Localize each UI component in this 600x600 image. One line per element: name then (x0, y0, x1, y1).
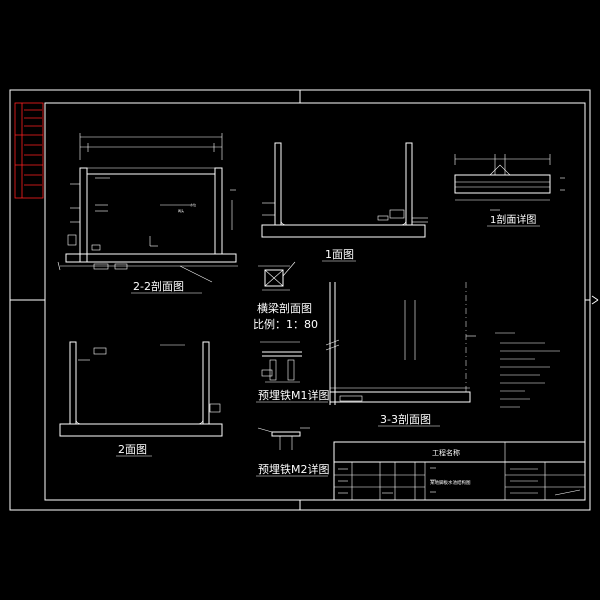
outer-border (9, 89, 591, 511)
inner-border (44, 102, 586, 501)
section-2-2-title: 2-2剖面图 (133, 279, 184, 293)
embed-m1-view (260, 341, 302, 383)
beam-scale-label: 比例：1：80 (253, 317, 318, 331)
section-1-detail-view (454, 154, 565, 211)
section-3-3-title: 3-3剖面图 (380, 412, 431, 426)
beam-section-title: 横梁剖面图 (257, 301, 312, 315)
project-name-label: 工程名称 (432, 448, 460, 457)
elevation-2-view (59, 341, 223, 437)
section-2-2-view: 水位 两头 (57, 133, 238, 283)
notes-block (495, 332, 560, 408)
elevation-1-title: 1面图 (325, 248, 354, 261)
embed-m1-title: 预埋铁M1详图 (258, 388, 330, 402)
embed-m2-view (257, 427, 310, 450)
section-3-3-view (325, 282, 476, 405)
centering-marks (10, 90, 599, 510)
embed-m2-title: 预埋铁M2详图 (258, 462, 330, 476)
drawing-title-label: 某地脚板水池结构图 (430, 479, 471, 486)
beam-section-view (258, 261, 296, 291)
elevation-1-view (261, 142, 428, 238)
section-1-detail-title: 1剖面详图 (490, 213, 536, 226)
title-block (333, 441, 586, 501)
elevation-2-title: 2面图 (118, 443, 147, 456)
approval-strip (14, 102, 44, 199)
svg-text:两头: 两头 (178, 208, 184, 213)
svg-text:水位: 水位 (190, 202, 196, 207)
